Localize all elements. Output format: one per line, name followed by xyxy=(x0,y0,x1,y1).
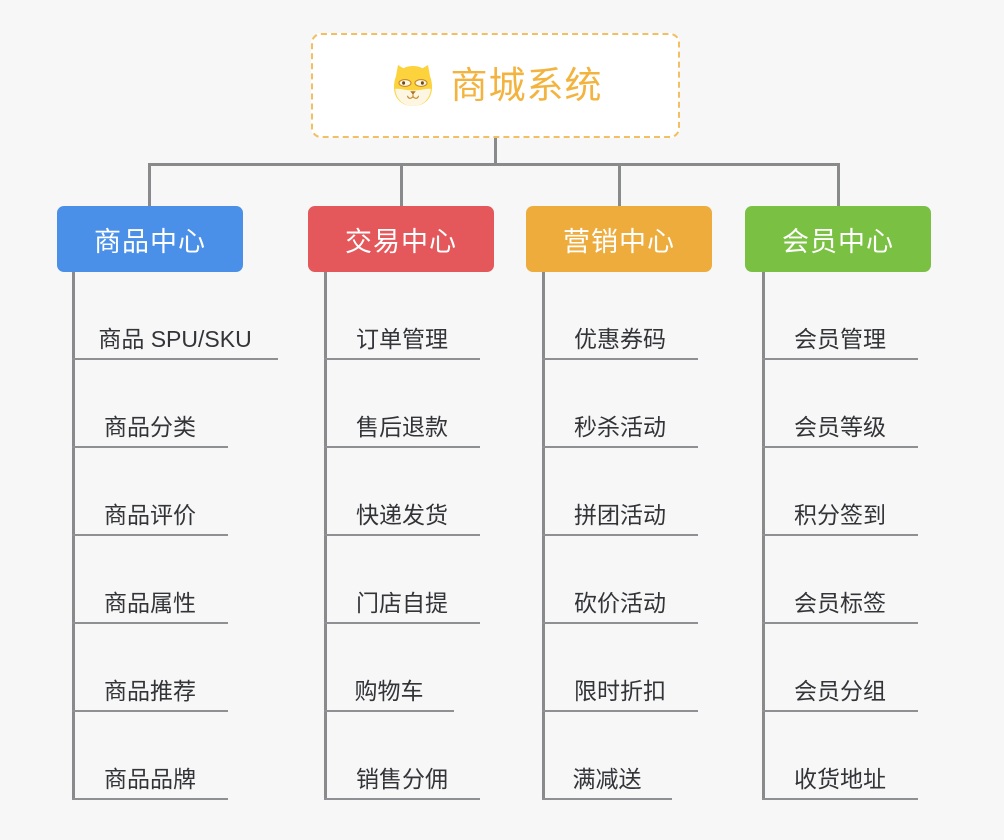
category-label: 营销中心 xyxy=(563,226,675,257)
leaf-label: 快递发货 xyxy=(356,501,448,528)
leaf-item[interactable]: 商品品牌 xyxy=(72,712,228,800)
leaf-label: 积分签到 xyxy=(794,501,886,528)
leaf-item[interactable]: 限时折扣 xyxy=(542,624,698,712)
leaf-label: 商品推荐 xyxy=(104,677,196,704)
leaf-item[interactable]: 砍价活动 xyxy=(542,536,698,624)
branch-drop-connector-1 xyxy=(148,163,151,207)
leaf-label: 收货地址 xyxy=(794,765,886,792)
leaf-item[interactable]: 优惠券码 xyxy=(542,272,698,360)
category-label: 会员中心 xyxy=(782,226,894,257)
leaf-item[interactable]: 会员分组 xyxy=(762,624,918,712)
leaf-item[interactable]: 商品 SPU/SKU xyxy=(72,272,278,360)
column-rail xyxy=(762,272,765,800)
leaf-label: 商品评价 xyxy=(104,501,196,528)
leaf-label: 满减送 xyxy=(572,765,642,792)
root-title: 商城系统 xyxy=(450,65,603,106)
leaf-label: 会员等级 xyxy=(794,413,886,440)
branch-drop-connector-3 xyxy=(618,163,621,207)
category-label: 交易中心 xyxy=(345,226,457,257)
leaf-label: 销售分佣 xyxy=(356,765,448,792)
leaf-label: 限时折扣 xyxy=(574,677,666,704)
leaf-item[interactable]: 快递发货 xyxy=(324,448,480,536)
leaf-item[interactable]: 售后退款 xyxy=(324,360,480,448)
leaf-label: 售后退款 xyxy=(356,413,448,440)
shiba-dog-icon xyxy=(389,62,437,110)
leaf-label: 秒杀活动 xyxy=(574,413,666,440)
root-node-mall-system[interactable]: 商城系统 xyxy=(311,33,680,138)
leaf-item[interactable]: 秒杀活动 xyxy=(542,360,698,448)
leaf-label: 拼团活动 xyxy=(574,501,666,528)
leaf-item[interactable]: 商品分类 xyxy=(72,360,228,448)
leaf-item[interactable]: 会员等级 xyxy=(762,360,918,448)
leaf-label: 商品 SPU/SKU xyxy=(98,325,252,352)
leaf-item[interactable]: 会员管理 xyxy=(762,272,918,360)
leaf-item[interactable]: 积分签到 xyxy=(762,448,918,536)
leaf-item[interactable]: 拼团活动 xyxy=(542,448,698,536)
leaf-label: 会员分组 xyxy=(794,677,886,704)
leaf-item[interactable]: 会员标签 xyxy=(762,536,918,624)
branch-drop-connector-2 xyxy=(400,163,403,207)
leaf-label: 门店自提 xyxy=(356,589,448,616)
leaf-item[interactable]: 销售分佣 xyxy=(324,712,480,800)
category-header-product-center[interactable]: 商品中心 xyxy=(57,206,243,272)
leaf-label: 砍价活动 xyxy=(574,589,666,616)
leaf-item[interactable]: 满减送 xyxy=(542,712,672,800)
leaf-item[interactable]: 商品属性 xyxy=(72,536,228,624)
category-header-trade-center[interactable]: 交易中心 xyxy=(308,206,494,272)
column-rail xyxy=(542,272,545,800)
leaf-label: 商品属性 xyxy=(104,589,196,616)
leaf-item[interactable]: 门店自提 xyxy=(324,536,480,624)
category-label: 商品中心 xyxy=(94,226,206,257)
leaf-item[interactable]: 订单管理 xyxy=(324,272,480,360)
leaf-item[interactable]: 收货地址 xyxy=(762,712,918,800)
branch-drop-connector-4 xyxy=(837,163,840,207)
leaf-item[interactable]: 商品评价 xyxy=(72,448,228,536)
horizontal-bus-connector xyxy=(148,163,840,166)
leaf-item[interactable]: 购物车 xyxy=(324,624,454,712)
leaf-label: 订单管理 xyxy=(356,325,448,352)
column-rail xyxy=(324,272,327,800)
leaf-label: 会员标签 xyxy=(794,589,886,616)
leaf-label: 购物车 xyxy=(354,677,424,704)
category-header-member-center[interactable]: 会员中心 xyxy=(745,206,931,272)
column-rail xyxy=(72,272,75,800)
category-header-marketing-center[interactable]: 营销中心 xyxy=(526,206,712,272)
leaf-item[interactable]: 商品推荐 xyxy=(72,624,228,712)
leaf-label: 商品品牌 xyxy=(104,765,196,792)
leaf-label: 会员管理 xyxy=(794,325,886,352)
leaf-label: 优惠券码 xyxy=(574,325,666,352)
leaf-label: 商品分类 xyxy=(104,413,196,440)
root-stem-connector xyxy=(494,138,497,165)
